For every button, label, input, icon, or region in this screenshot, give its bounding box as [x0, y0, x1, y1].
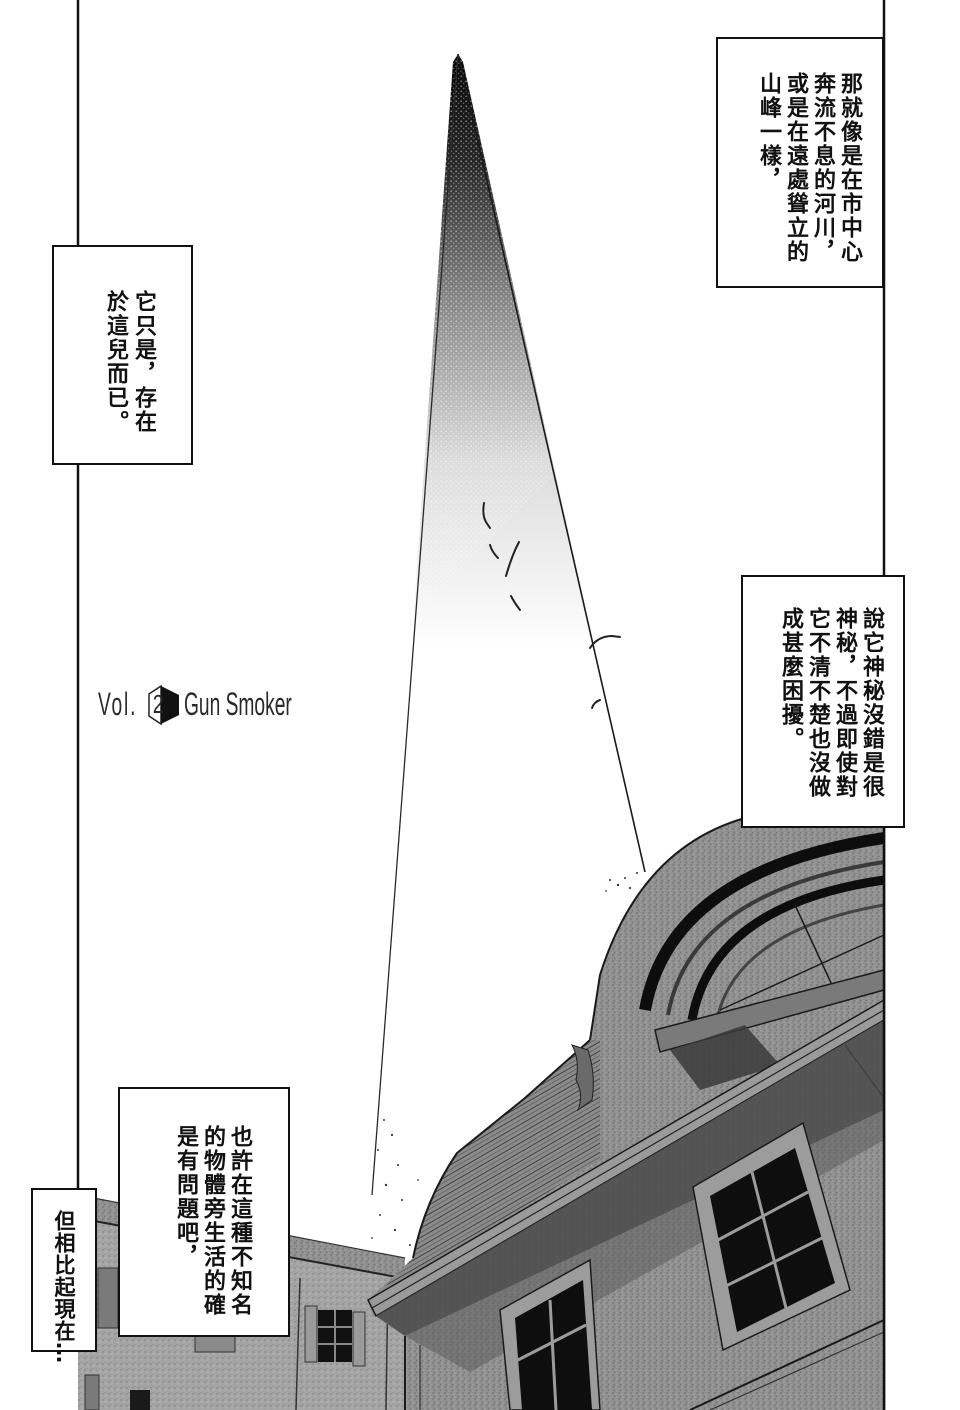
caption-box-middle-left: 它只是，存在 於這兒而已。 — [52, 245, 193, 465]
shuttered-window — [304, 1305, 366, 1367]
building-window-upper — [692, 1121, 851, 1352]
caption-line: 神秘，不過即使對 — [832, 607, 857, 799]
caption-line: 它不清不楚也沒做 — [805, 607, 830, 799]
caption-line: 那就像是在市中心 — [837, 72, 862, 264]
spire-illustration — [371, 53, 646, 1196]
dust-specks — [371, 872, 638, 1246]
caption-box-bottom-left: 但相比起現在… — [31, 1188, 97, 1364]
volume-label: Vol. — [98, 686, 138, 722]
caption-line: 或是在遠處聳立的 — [783, 72, 808, 264]
main-building — [367, 817, 886, 1410]
caption-line: 於這兒而已。 — [103, 290, 128, 434]
caption-text: 但相比起現在… — [50, 1210, 77, 1364]
caption-line: 是有問題吧， — [173, 1125, 198, 1269]
caption-box-bottom-center: 也許在這種不知名 的物體旁生活的確 是有問題吧， — [118, 1087, 290, 1337]
caption-line: 山峰一樣， — [756, 72, 781, 192]
volume-number-cube-icon — [148, 685, 179, 725]
chapter-title: Vol. 2 Gun Smoker — [96, 684, 306, 728]
caption-line: 奔流不息的河川， — [810, 72, 835, 264]
volume-number: 2 — [152, 689, 164, 719]
chapter-name: Gun Smoker — [184, 686, 292, 722]
caption-text: 也許在這種不知名 的物體旁生活的確 是有問題吧， — [172, 1125, 253, 1317]
caption-box-top-right: 那就像是在市中心 奔流不息的河川， 或是在遠處聳立的 山峰一樣， — [716, 37, 884, 288]
building-window-lower — [499, 1258, 601, 1410]
caption-line: 的物體旁生活的確 — [200, 1125, 225, 1317]
caption-line: 成甚麼困擾。 — [778, 607, 803, 751]
caption-line: 但相比起現在… — [52, 1210, 76, 1364]
caption-text: 那就像是在市中心 奔流不息的河川， 或是在遠處聳立的 山峰一樣， — [755, 72, 863, 264]
caption-line: 說它神秘沒錯是很 — [859, 607, 884, 799]
caption-line: 它只是，存在 — [131, 290, 156, 434]
caption-line: 也許在這種不知名 — [227, 1125, 252, 1317]
caption-text: 它只是，存在 於這兒而已。 — [101, 290, 157, 434]
birds-drawing — [482, 502, 621, 709]
caption-box-middle-right: 說它神秘沒錯是很 神秘，不過即使對 它不清不楚也沒做 成甚麼困擾。 — [741, 575, 905, 828]
caption-text: 說它神秘沒錯是很 神秘，不過即使對 它不清不楚也沒做 成甚麼困擾。 — [777, 607, 885, 799]
